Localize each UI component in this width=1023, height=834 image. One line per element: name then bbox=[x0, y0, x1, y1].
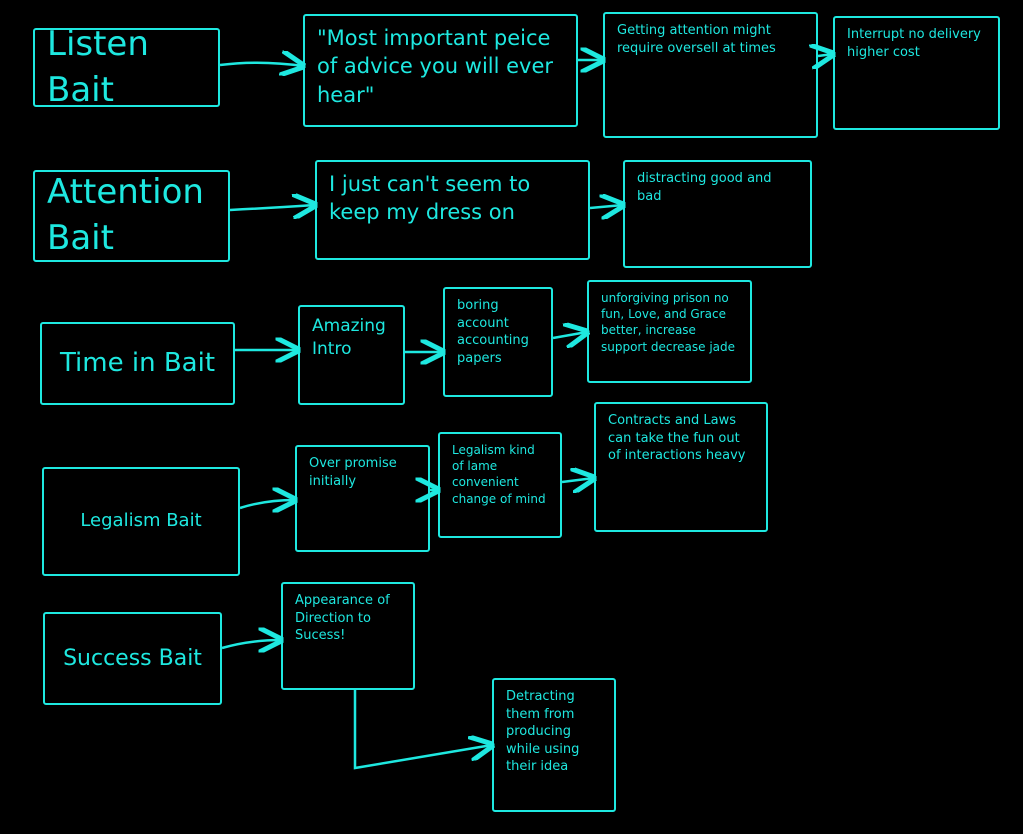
node-boring: boring account accounting papers bbox=[443, 287, 553, 397]
node-time-in-bait: Time in Bait bbox=[40, 322, 235, 405]
arrow bbox=[561, 478, 594, 482]
node-legalism-bait: Legalism Bait bbox=[42, 467, 240, 576]
node-unforgiving: unforgiving prison no fun, Love, and Gra… bbox=[587, 280, 752, 383]
arrow bbox=[221, 640, 281, 648]
node-attention-bait: Attention Bait bbox=[33, 170, 230, 262]
node-detracting: Detracting them from producing while usi… bbox=[492, 678, 616, 812]
node-quote: "Most important peice of advice you will… bbox=[303, 14, 578, 127]
node-amazing-intro: Amazing Intro bbox=[298, 305, 405, 405]
node-listen-bait: Listen Bait bbox=[33, 24, 220, 110]
node-contracts: Contracts and Laws can take the fun out … bbox=[594, 402, 768, 532]
node-interrupt: Interrupt no delivery higher cost bbox=[833, 16, 1000, 130]
node-dress: I just can't seem to keep my dress on bbox=[315, 160, 590, 260]
node-success-bait: Success Bait bbox=[43, 612, 222, 705]
arrow bbox=[589, 205, 623, 208]
node-getting-attention: Getting attention might require oversell… bbox=[603, 12, 818, 138]
node-appearance: Appearance of Direction to Sucess! bbox=[281, 582, 415, 690]
arrow bbox=[229, 205, 315, 210]
arrow bbox=[818, 54, 833, 56]
arrow bbox=[552, 332, 587, 338]
node-distracting: distracting good and bad bbox=[623, 160, 812, 268]
node-over-promise: Over promise initially bbox=[295, 445, 430, 552]
arrow bbox=[353, 690, 492, 770]
arrow bbox=[239, 500, 295, 508]
arrow bbox=[219, 63, 303, 66]
node-legalism-kind: Legalism kind of lame convenient change … bbox=[438, 432, 562, 538]
